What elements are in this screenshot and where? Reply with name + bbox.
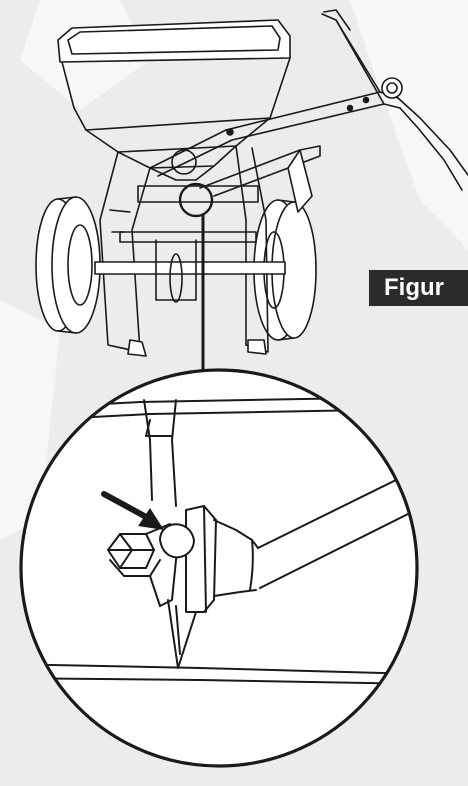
detail-marker-upper xyxy=(171,149,197,175)
detail-marker-lower xyxy=(178,182,214,218)
figure-label: Figur xyxy=(369,270,468,306)
spreader-drawing xyxy=(35,9,468,357)
frame xyxy=(94,145,286,357)
leader-line xyxy=(199,214,213,385)
left-wheel xyxy=(35,196,101,334)
detail-view xyxy=(19,368,419,768)
handle xyxy=(149,9,468,213)
arrow-pointer-icon xyxy=(101,491,164,530)
